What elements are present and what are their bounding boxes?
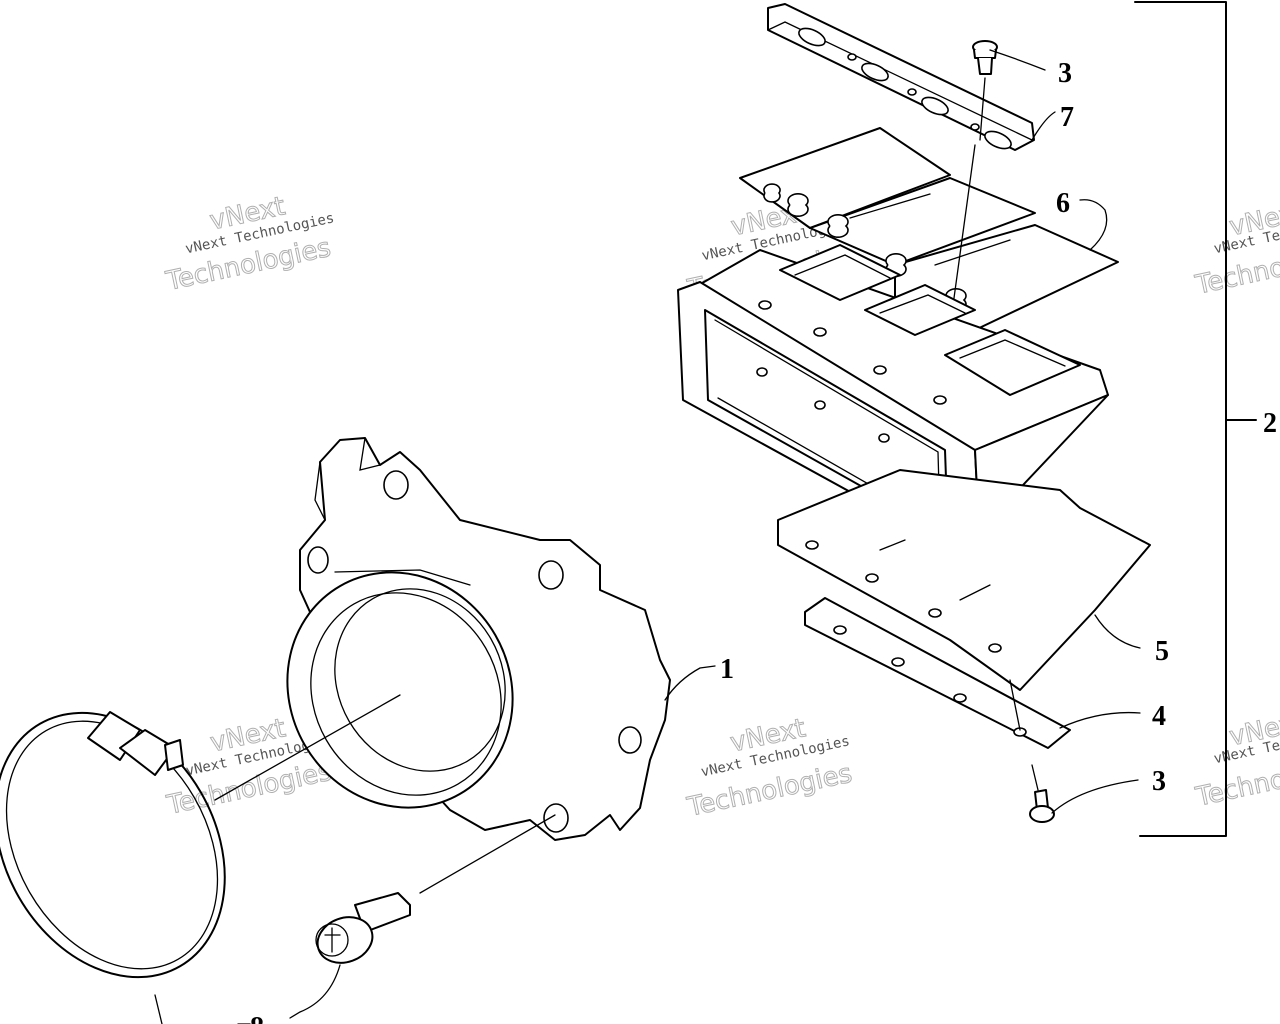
callout-8: 8 [250, 1012, 264, 1024]
callout-3-top: 3 [1058, 58, 1072, 89]
callout-2: 2 [1263, 408, 1277, 439]
watermark-5: vNext vNext Technologies Technologies [1192, 197, 1280, 302]
retainer-plate-top [767, 3, 1035, 151]
flange-bolt [289, 892, 411, 1019]
watermark-4: vNext vNext Technologies Technologies [684, 713, 856, 824]
callout-4: 4 [1152, 701, 1166, 732]
callout-5: 5 [1155, 636, 1169, 667]
callout-3-bottom: 3 [1152, 766, 1166, 797]
screw-bottom [1029, 789, 1055, 823]
leader-lines [237, 49, 1141, 1024]
assembly-bracket [1134, 1, 1257, 837]
watermark-1: vNext vNext Technologies Technologies [162, 191, 335, 298]
intake-flange [214, 437, 671, 894]
callout-1: 1 [720, 654, 734, 685]
watermark-6: vNext vNext Technologies Technologies [1192, 707, 1280, 814]
hose-clamp [0, 711, 226, 1024]
screw-top [972, 40, 998, 141]
callout-6: 6 [1056, 188, 1070, 219]
callout-7: 7 [1060, 102, 1074, 133]
reed-petal-lower [777, 469, 1151, 691]
retainer-plate-bottom [804, 597, 1071, 791]
